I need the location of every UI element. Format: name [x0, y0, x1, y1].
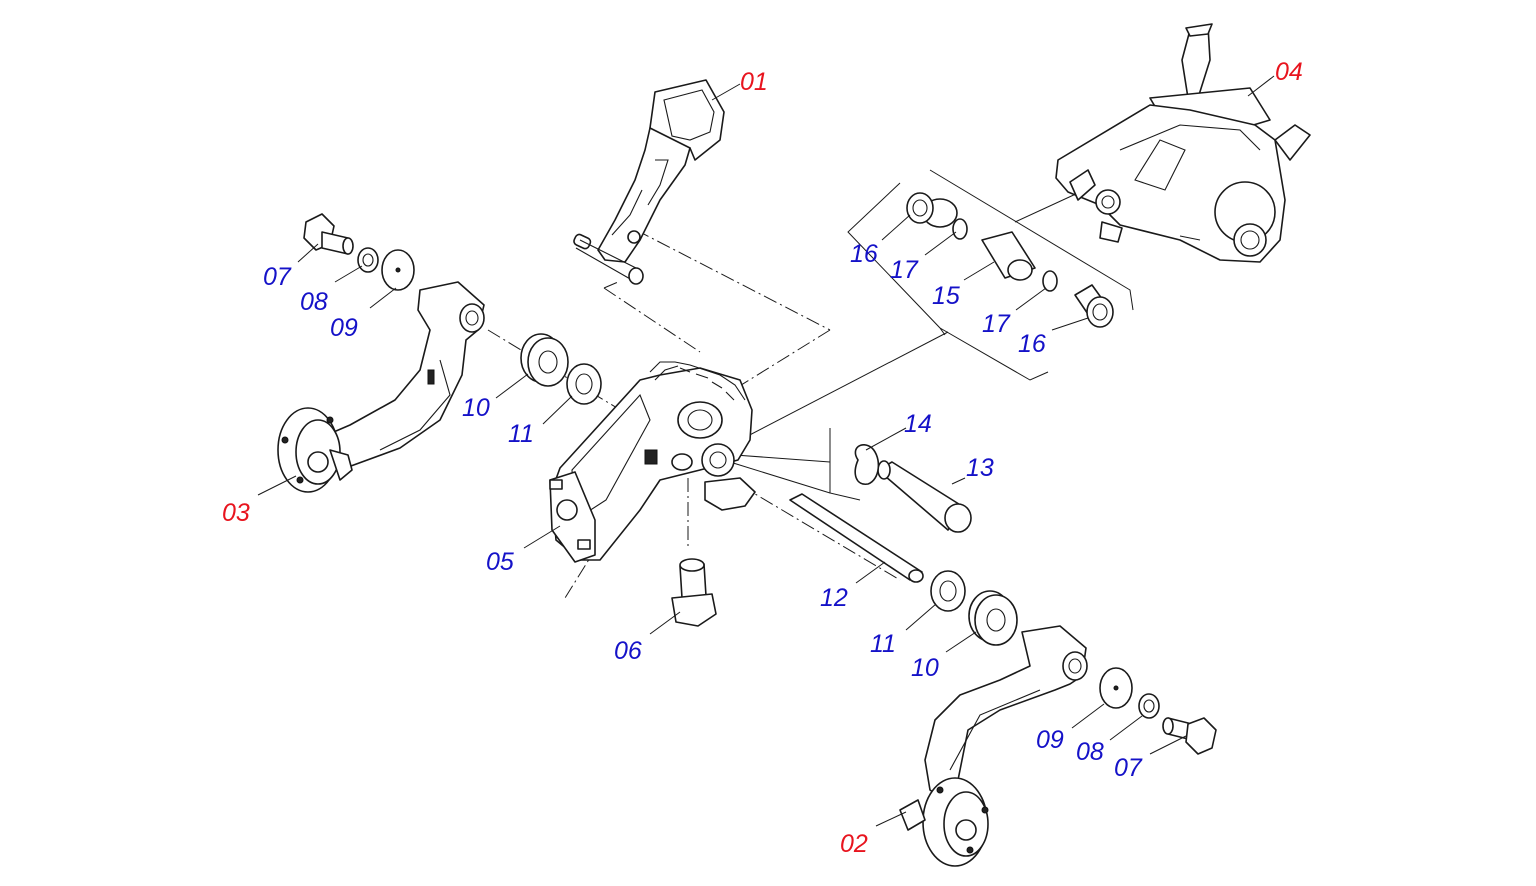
label-09-right: 09 — [1036, 726, 1064, 754]
part-07-screw-left — [303, 213, 354, 255]
part-16-bushing-lower — [1074, 284, 1114, 328]
connection-lines — [729, 169, 1134, 501]
label-04: 04 — [1275, 58, 1303, 86]
label-07-right: 07 — [1114, 754, 1143, 782]
part-17-ring-upper — [952, 218, 968, 240]
label-12: 12 — [820, 584, 848, 612]
part-15-sleeve — [981, 231, 1036, 281]
label-17-lower: 17 — [982, 310, 1011, 338]
part-08-lockwasher-right — [1138, 693, 1160, 719]
label-11-right: 11 — [870, 630, 896, 658]
label-09-left: 09 — [330, 314, 358, 342]
part-03-arm-left — [277, 281, 485, 493]
label-07-left: 07 — [263, 263, 292, 291]
label-13: 13 — [966, 454, 994, 482]
label-10-left: 10 — [462, 394, 490, 422]
label-15: 15 — [932, 282, 960, 310]
label-16-lower: 16 — [1018, 330, 1046, 358]
part-11-washer-upper — [566, 363, 602, 405]
label-08-right: 08 — [1076, 738, 1104, 766]
label-08-left: 08 — [300, 288, 328, 316]
part-07-screw-right — [1162, 717, 1217, 755]
part-02-arm-right — [899, 625, 1088, 867]
label-03: 03 — [222, 499, 250, 527]
label-02: 02 — [840, 830, 868, 858]
label-11-left: 11 — [508, 420, 534, 448]
part-10-spacer-lower — [968, 590, 1018, 646]
part-09-washer-left — [381, 249, 415, 291]
part-labels: 01 04 03 02 07 08 09 10 11 05 06 12 11 1… — [222, 58, 1303, 858]
label-06: 06 — [614, 637, 642, 665]
part-10-spacer-upper — [520, 333, 569, 387]
part-09-washer-right — [1099, 667, 1133, 709]
part-06-bolt — [671, 558, 717, 627]
part-13-shaft — [877, 460, 972, 533]
part-08-lockwasher-left — [357, 247, 379, 273]
part-14-circlip — [854, 444, 880, 485]
label-leaders — [257, 75, 1275, 827]
part-16-bushing-upper — [906, 192, 958, 228]
label-05: 05 — [486, 548, 514, 576]
label-01: 01 — [740, 68, 768, 96]
part-17-ring-lower — [1042, 270, 1058, 292]
label-14: 14 — [904, 410, 932, 438]
part-04-shift-assembly — [1055, 23, 1311, 263]
label-16-upper: 16 — [850, 240, 878, 268]
part-12-pin — [789, 493, 924, 583]
part-11-washer-lower — [930, 570, 966, 612]
part-05-bracket — [549, 361, 756, 563]
label-17-upper: 17 — [890, 256, 919, 284]
part-01-lever-handle — [573, 79, 725, 285]
label-10-right: 10 — [911, 654, 939, 682]
